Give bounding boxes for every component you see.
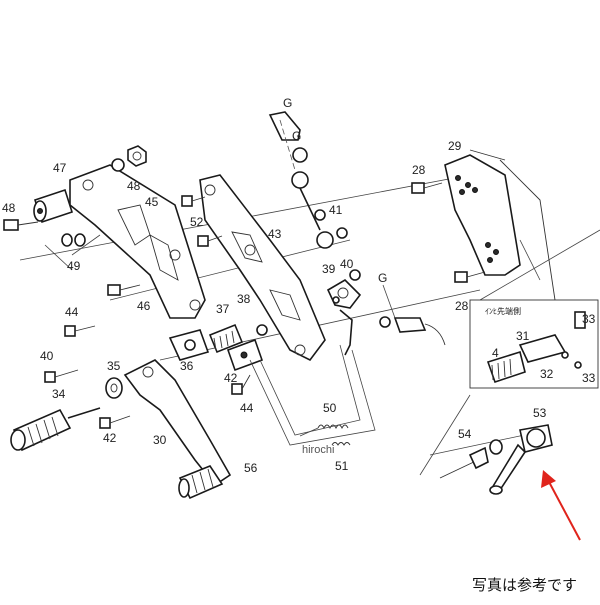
part-49-washers [44,233,101,271]
label-54: 54 [458,427,472,441]
part-54-bolt [439,439,503,479]
label-56: 56 [244,461,258,475]
label-49: 49 [67,259,81,273]
label-G-small: G [292,129,301,143]
part-52-bolt [181,195,223,247]
label-40-upper: 40 [340,257,354,271]
inset-note: ｲﾝﾋ先端側 [485,306,521,316]
part-42-bolt [99,415,131,429]
label-42-mid: 42 [224,371,238,385]
axis-line [479,229,600,301]
axis-line [159,289,481,361]
label-30: 30 [153,433,167,447]
label-36: 36 [180,359,194,373]
label-32: 32 [540,367,554,381]
cable-end-g [382,284,446,346]
label-44-left: 44 [65,305,79,319]
part-46-bolt [107,284,141,296]
part-48-nut [111,145,147,172]
part-28-bolt-upper [411,182,443,194]
part-50-spring [299,424,349,437]
label-38: 38 [237,292,251,306]
rod-upper [268,111,348,249]
part-34-footpeg [10,407,101,452]
part-39-link [326,269,391,356]
label-53: 53 [533,406,547,420]
part-36-arm [168,329,210,361]
label-31: 31 [516,329,530,343]
part-37-shaft [208,323,268,354]
red-arrow-icon [541,470,581,541]
label-44-mid: 44 [240,401,254,415]
label-28-lower: 28 [455,299,469,313]
part-43-main-plate [199,174,326,362]
label-50: 50 [323,401,337,415]
part-51-spring [331,442,351,446]
part-45-plate [69,164,206,319]
label-33-top: 33 [582,312,596,326]
axis-line [419,394,471,476]
part-29-plate [444,149,556,301]
caption-text: 写真は参考です [472,576,578,594]
part-56-rubber [178,465,224,500]
label-46: 46 [137,299,151,313]
axis-line [519,239,541,281]
label-40-left: 40 [40,349,54,363]
inset-box [469,299,599,389]
label-G-top: G [283,96,292,110]
part-48-bolt [3,219,39,231]
label-48-top: 48 [127,179,141,193]
axis-line [109,239,351,301]
part-53-arm [489,424,553,495]
label-45: 45 [145,195,159,209]
part-40-bolt [44,369,79,383]
part-44-bolt-left [64,325,96,337]
part-30-lever [123,359,232,487]
label-42-lower: 42 [103,431,117,445]
spring-leader [259,344,361,436]
part-28-bolt-lower [454,271,486,283]
label-47: 47 [53,161,67,175]
label-G-right: G [378,271,387,285]
label-4: 4 [492,346,499,360]
label-52: 52 [190,215,204,229]
label-48-left: 48 [2,201,16,215]
part-47-collar [33,188,74,224]
label-33-bottom: 33 [582,371,596,385]
label-51: 51 [335,459,349,473]
part-35-bearing [105,377,123,399]
watermark: hirochi [302,444,335,456]
label-28-upper: 28 [412,163,426,177]
spring-leader [249,349,376,446]
label-29: 29 [448,139,462,153]
part-44-bolt-lower [231,374,251,395]
label-39: 39 [322,262,336,276]
label-37: 37 [216,302,230,316]
label-41: 41 [329,203,343,217]
label-35: 35 [107,359,121,373]
label-43: 43 [268,227,282,241]
part-42-block [226,338,264,372]
label-34: 34 [52,387,66,401]
